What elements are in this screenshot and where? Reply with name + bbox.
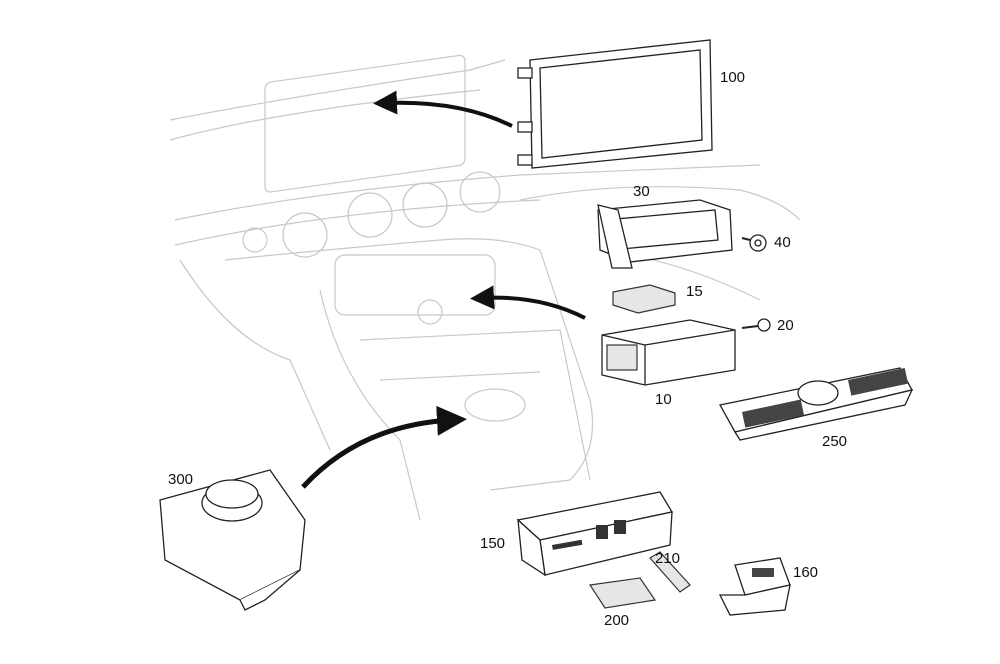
switch-panel-part xyxy=(719,367,914,441)
label-20: 20 xyxy=(777,317,794,334)
part-210 xyxy=(649,551,691,593)
arrow-display xyxy=(373,90,513,128)
label-200: 200 xyxy=(604,612,630,629)
screw-40-part xyxy=(741,234,767,252)
bracket-part xyxy=(597,199,733,269)
label-15: 15 xyxy=(686,283,703,300)
label-30: 30 xyxy=(633,183,650,200)
label-160: 160 xyxy=(793,564,819,581)
label-100: 100 xyxy=(720,69,746,86)
part-200 xyxy=(588,577,657,609)
label-210: 210 xyxy=(655,550,681,567)
arrow-controller xyxy=(301,405,467,489)
label-10: 10 xyxy=(655,391,672,408)
arrow-unit xyxy=(470,285,586,320)
display-part xyxy=(517,39,713,169)
unit-10-part xyxy=(601,318,771,386)
label-40: 40 xyxy=(774,234,791,251)
part-160 xyxy=(718,557,791,616)
label-150: 150 xyxy=(480,535,506,552)
usb-unit-part xyxy=(516,491,674,577)
controller-part xyxy=(159,469,306,611)
label-250: 250 xyxy=(822,433,848,450)
module-15-part xyxy=(612,284,676,314)
label-300: 300 xyxy=(168,471,194,488)
